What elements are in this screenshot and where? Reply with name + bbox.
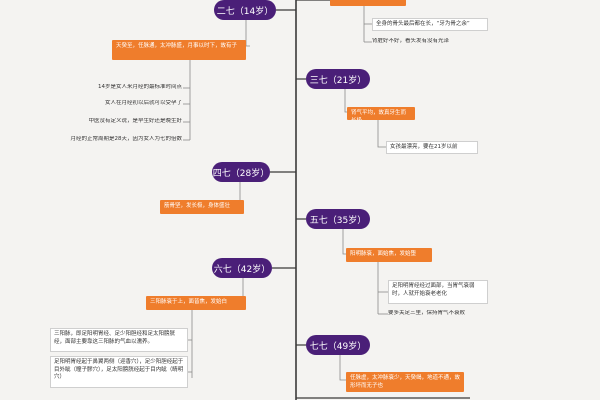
- box-21: 肾气平均，故真牙生而长极: [347, 107, 415, 120]
- stage-49[interactable]: 七七（49岁）: [306, 335, 370, 355]
- note-14-cycle: 月经的正常周期是28天，因为女人为七的倍数: [70, 136, 183, 142]
- stage-35[interactable]: 五七（35岁）: [306, 209, 370, 229]
- note-top-kidney: 肾脏好不好，看头发有没有光泽: [372, 38, 450, 44]
- top-partial-box: [330, 0, 406, 6]
- note-42-three-yang: 三阳脉，即足阳明胃经、足少阳胆经和足太阳膀胱经，面部主要靠这三阳脉的气血以濡养。: [50, 328, 188, 352]
- box-14: 天癸至，任脉通，太冲脉盛，月事以时下，故有子: [112, 40, 246, 60]
- box-35: 阳明脉衰，面始焦，发始堕: [346, 248, 432, 262]
- note-14-menarche: 14岁是女人来月经的最标准时间点: [98, 84, 182, 90]
- note-42-meridian-origins: 足阳明胃经起于鼻翼两侧（迎香穴），足少阳胆经起于目外眦（瞳子髎穴），足太阳膀胱经…: [50, 356, 188, 388]
- note-35-zusanli: 要多关足三里，保持胃气不衰败: [388, 310, 466, 316]
- stage-28[interactable]: 四七（28岁）: [212, 162, 270, 182]
- note-14-birth-timing: 中医没有定义说，是早生好还是晚生好: [88, 118, 182, 124]
- stage-21[interactable]: 三七（21岁）: [306, 69, 370, 89]
- box-49: 任脉虚，太冲脉衰少，天癸竭，地道不通，故形坏而无子也: [346, 372, 464, 392]
- stage-42[interactable]: 六七（42岁）: [212, 258, 272, 278]
- stage-14[interactable]: 二七（14岁）: [214, 0, 276, 20]
- note-top-teeth: 全身的骨头最后都在长，“牙为骨之余”: [372, 18, 488, 31]
- note-21-beauty: 女孩最漂亮，要在21岁以前: [386, 141, 478, 154]
- note-14-conception: 女人在月经初以后就可以受孕了: [104, 100, 182, 106]
- box-42: 三阳脉衰于上，面皆焦，发始白: [146, 296, 246, 310]
- box-28: 筋骨坚，发长极，身体盛壮: [160, 200, 244, 214]
- note-35-stomach-meridian: 足阳明胃经经过面部，当胃气衰弱时，人就开始衰老老化: [388, 280, 488, 304]
